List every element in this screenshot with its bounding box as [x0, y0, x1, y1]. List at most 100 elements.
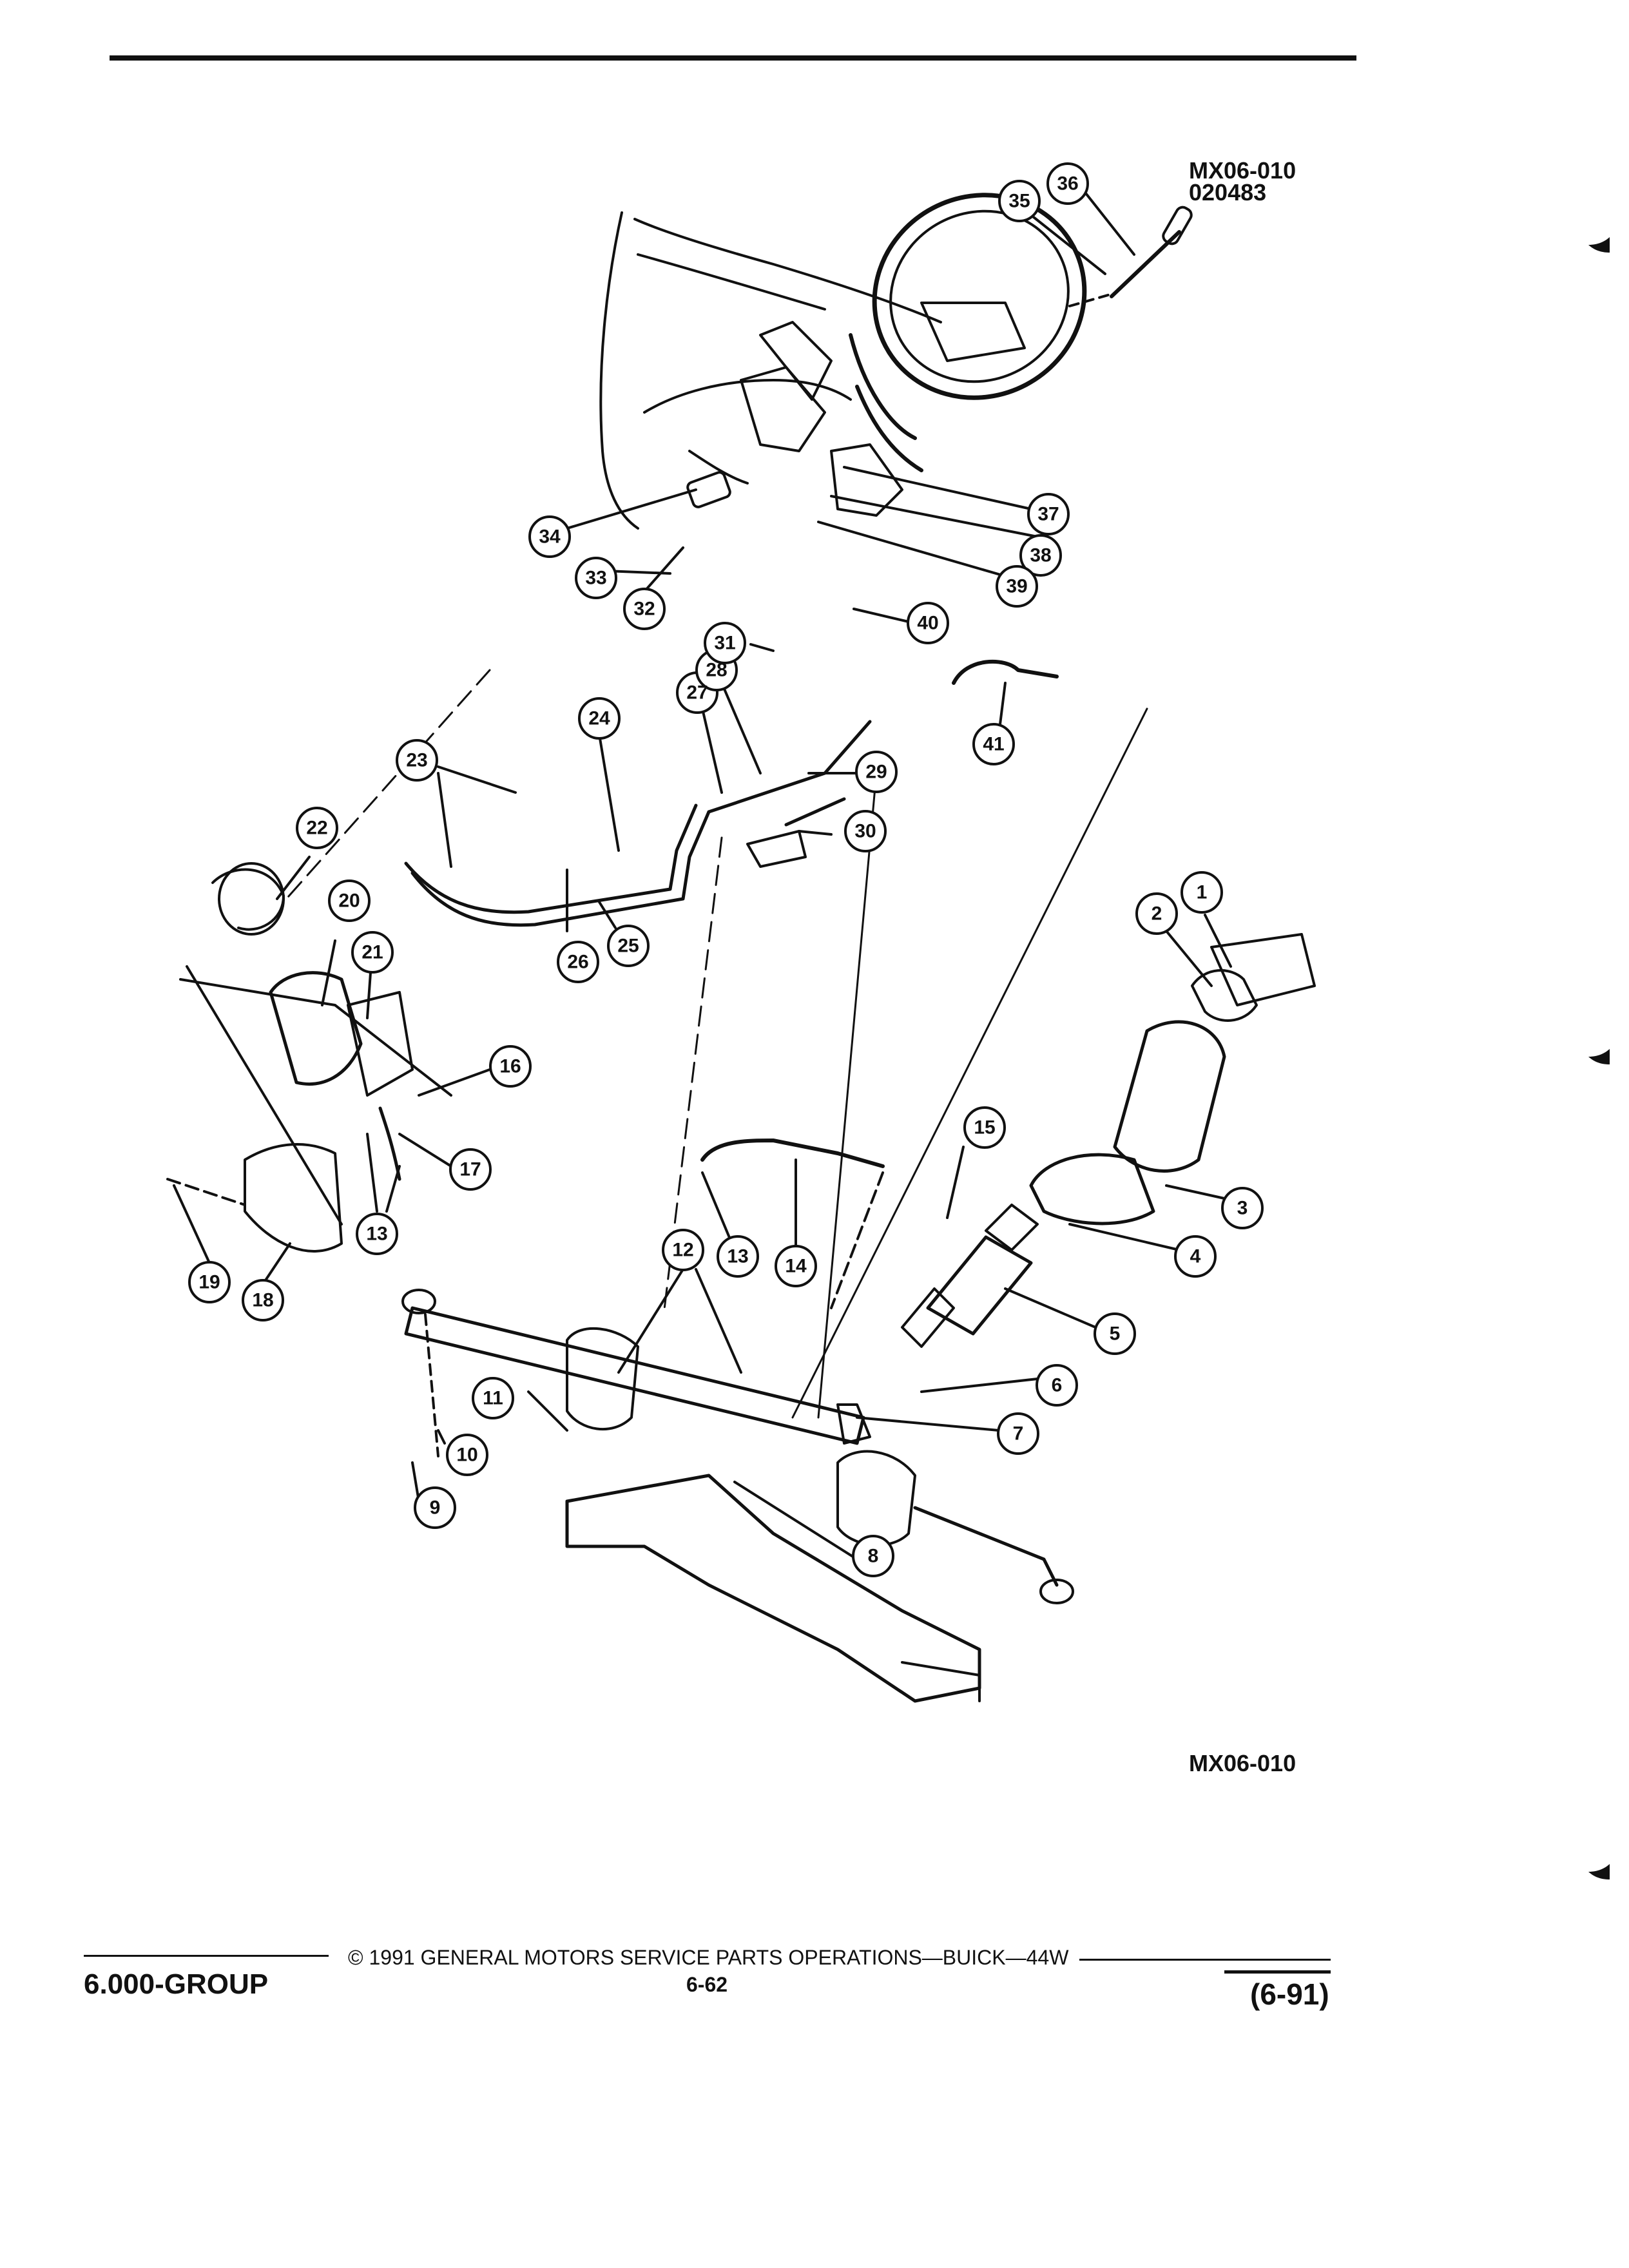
tie-rod-end-left [401, 1289, 436, 1314]
wheel-hub [920, 302, 1026, 362]
hose-14-dash [830, 1171, 884, 1309]
callout-35: 35 [1008, 191, 1030, 212]
callout-37: 37 [1037, 504, 1059, 525]
edge-mark-1 [1588, 237, 1610, 253]
callout-6: 6 [1052, 1375, 1063, 1396]
callout-15: 15 [974, 1117, 995, 1139]
coupling-1 [1210, 933, 1316, 1006]
callout-circle-33 [575, 557, 617, 599]
top-rule [110, 55, 1356, 61]
leader-24 [598, 733, 620, 852]
leader-7 [856, 1416, 1000, 1432]
callout-circle-40 [907, 602, 949, 644]
callout-38: 38 [1030, 545, 1051, 566]
callout-16: 16 [499, 1056, 521, 1077]
align-line-1 [791, 707, 1148, 1419]
hose-17 [378, 1106, 401, 1181]
leader-9 [411, 1461, 420, 1503]
pump-21 [347, 991, 414, 1097]
leader-31 [749, 643, 775, 652]
callout-circle-37 [1027, 493, 1070, 535]
footer-rule-date [1224, 1970, 1331, 1974]
hose-upper [707, 720, 872, 814]
pulley-rim [211, 868, 285, 931]
dash-inner-line [637, 253, 826, 311]
callout-33: 33 [585, 568, 606, 589]
steering-wheel-inner [889, 209, 1070, 383]
edge-mark-2 [1588, 1049, 1610, 1064]
leader-34 [566, 488, 697, 530]
hose-bracket [784, 797, 846, 827]
leader-8 [733, 1481, 858, 1561]
edge-mark-3 [1588, 1864, 1610, 1879]
pedal-arm [688, 450, 749, 485]
pinion-housing [836, 1403, 871, 1445]
callout-circle-2 [1135, 892, 1178, 935]
leader-37 [843, 466, 1032, 510]
column-upper [849, 333, 917, 440]
callout-20: 20 [338, 890, 360, 912]
leader-30 [798, 830, 833, 836]
callout-40: 40 [917, 613, 938, 634]
callout-22: 22 [306, 818, 327, 839]
crossmember-end [901, 1661, 981, 1702]
brake-pedal [686, 471, 731, 508]
callout-circle-6 [1036, 1364, 1078, 1407]
footer-date: (6-91) [1250, 1977, 1329, 2011]
leader-12a [617, 1268, 684, 1374]
callout-9: 9 [430, 1497, 441, 1519]
callout-30: 30 [854, 821, 876, 842]
callout-circle-16 [489, 1045, 532, 1088]
footer-group: 6.000-GROUP [84, 1968, 269, 2000]
callout-27: 27 [686, 682, 708, 704]
tie-rod-right [913, 1506, 1059, 1587]
callout-39: 39 [1006, 576, 1027, 597]
tie-rod-dash-left [424, 1313, 439, 1457]
align-dash-2 [282, 669, 491, 903]
leader-38 [830, 495, 1045, 539]
callout-circle-34 [528, 515, 571, 558]
crossmember [565, 1474, 981, 1703]
callout-circle-1 [1181, 871, 1223, 914]
callout-circle-25 [607, 925, 650, 967]
callout-25: 25 [617, 936, 639, 957]
callout-19: 19 [198, 1272, 220, 1293]
leader-21 [366, 972, 372, 1019]
callout-circle-36 [1046, 162, 1089, 205]
steering-wheel [872, 193, 1087, 400]
leader-36 [1084, 192, 1135, 256]
leader-6 [920, 1378, 1039, 1393]
callout-circle-20 [328, 879, 371, 922]
callout-circle-5 [1094, 1312, 1136, 1355]
figure-code: MX06-010 [1189, 157, 1296, 184]
callout-circle-24 [578, 697, 621, 740]
leader-13b [385, 1165, 401, 1213]
leader-5 [1004, 1287, 1097, 1329]
callout-circle-7 [997, 1412, 1039, 1455]
callout-circle-22 [296, 807, 338, 849]
leader-27 [701, 707, 723, 794]
callout-5: 5 [1110, 1323, 1121, 1345]
footer-rule-left [84, 1955, 329, 1957]
bracket-30 [746, 830, 807, 868]
leader-19 [173, 1184, 211, 1264]
dash-lower-line [643, 379, 852, 414]
leader-28 [720, 682, 762, 774]
leader-15 [946, 1146, 965, 1219]
leader-17 [398, 1133, 452, 1168]
callout-32: 32 [633, 599, 655, 620]
callout-circle-10 [446, 1434, 488, 1476]
callout-13a: 13 [366, 1224, 387, 1245]
callout-circle-26 [557, 941, 599, 983]
callout-circle-32 [623, 588, 666, 630]
callout-10: 10 [456, 1445, 477, 1466]
callout-8: 8 [868, 1546, 879, 1567]
leader-20 [321, 939, 336, 1006]
u-joint-upper [985, 1204, 1039, 1251]
callout-14: 14 [785, 1256, 807, 1277]
leader-12b [695, 1268, 742, 1374]
leader-25 [598, 901, 617, 929]
callout-circle-8 [852, 1535, 894, 1577]
leader-13a [366, 1133, 378, 1213]
tie-rod-end-right [1039, 1579, 1074, 1604]
